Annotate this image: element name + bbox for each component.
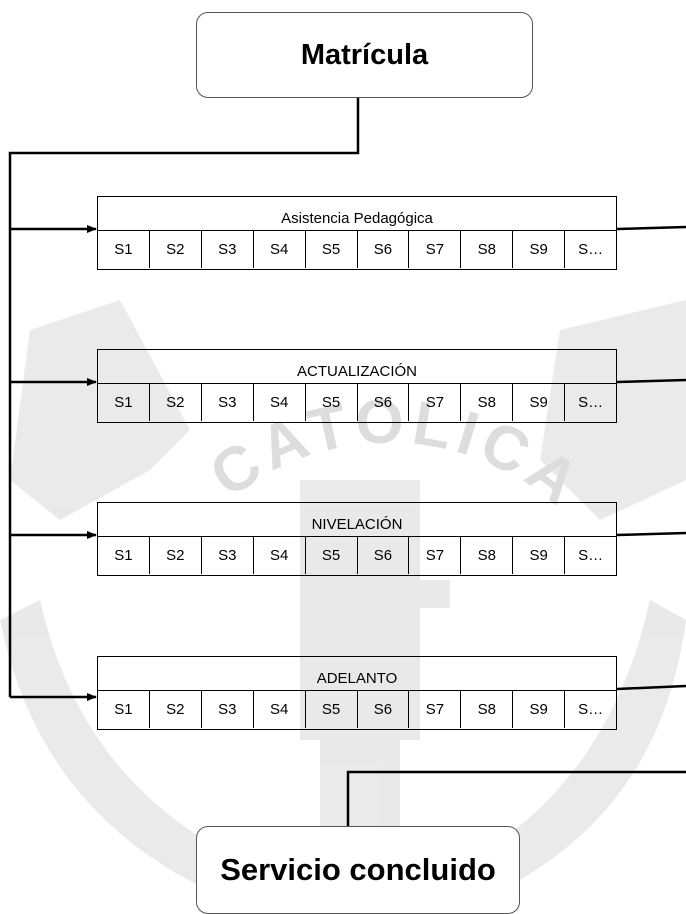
watermark-cross-vertical [390, 560, 420, 670]
session-cell: S9 [513, 537, 566, 574]
session-cell: S8 [461, 537, 514, 574]
session-row: S1 S2 S3 S4 S5 S6 S7 S8 S9 S… [98, 537, 616, 574]
session-cell: S7 [409, 691, 462, 728]
program-table-nivelacion: NIVELACIÓN S1 S2 S3 S4 S5 S6 S7 S8 S9 S… [97, 502, 617, 576]
connector-out-program-3 [616, 531, 686, 537]
session-cell: S8 [461, 384, 514, 421]
session-row: S1 S2 S3 S4 S5 S6 S7 S8 S9 S… [98, 691, 616, 728]
session-cell: S6 [358, 691, 410, 728]
session-cell: S5 [306, 537, 358, 574]
program-table-actualizacion: ACTUALIZACIÓN S1 S2 S3 S4 S5 S6 S7 S8 S9… [97, 349, 617, 423]
session-cell: S5 [306, 384, 358, 421]
connector-out-program-1 [616, 225, 686, 231]
watermark-right-shape [540, 300, 686, 520]
session-cell: S8 [461, 691, 514, 728]
session-cell: S2 [150, 537, 202, 574]
session-cell: S3 [202, 384, 254, 421]
session-cell: S2 [150, 384, 202, 421]
session-cell: S… [578, 547, 604, 564]
session-cell: S3 [202, 691, 254, 728]
session-cell: S2 [150, 691, 202, 728]
session-cell: S… [578, 394, 604, 411]
session-cell: S4 [254, 691, 306, 728]
session-cell: S… [578, 241, 604, 258]
program-title: NIVELACIÓN [98, 503, 616, 537]
program-table-adelanto: ADELANTO S1 S2 S3 S4 S5 S6 S7 S8 S9 S… [97, 656, 617, 730]
session-cell: S9 [513, 231, 566, 268]
session-cell: S7 [409, 231, 462, 268]
program-title: ACTUALIZACIÓN [98, 350, 616, 384]
session-cell: S4 [254, 537, 306, 574]
session-cell: S1 [98, 537, 150, 574]
program-title: ADELANTO [98, 657, 616, 691]
session-cell: S1 [98, 691, 150, 728]
session-cell: S5 [306, 231, 358, 268]
end-node-servicio-concluido: Servicio concluido [196, 826, 520, 914]
session-cell: S7 [409, 537, 462, 574]
session-row: S1 S2 S3 S4 S5 S6 S7 S8 S9 S… [98, 231, 616, 268]
session-cell: S4 [254, 231, 306, 268]
connector-to-end [346, 770, 686, 826]
watermark-left-shape [10, 300, 190, 520]
session-cell: S6 [358, 231, 410, 268]
program-title: Asistencia Pedagógica [98, 197, 616, 231]
session-cell: S7 [409, 384, 462, 421]
connector-start [8, 98, 360, 697]
session-cell: S8 [461, 231, 514, 268]
session-row: S1 S2 S3 S4 S5 S6 S7 S8 S9 S… [98, 384, 616, 421]
session-cell: S3 [202, 231, 254, 268]
start-node-matricula: Matrícula [196, 12, 533, 98]
session-cell: S4 [254, 384, 306, 421]
session-cell: S9 [513, 691, 566, 728]
session-cell: S5 [306, 691, 358, 728]
connector-out-program-4 [616, 684, 686, 691]
session-cell: S2 [150, 231, 202, 268]
session-cell: S1 [98, 231, 150, 268]
session-cell: S9 [513, 384, 566, 421]
session-cell: S3 [202, 537, 254, 574]
session-cell: S1 [98, 384, 150, 421]
program-table-asistencia: Asistencia Pedagógica S1 S2 S3 S4 S5 S6 … [97, 196, 617, 270]
connector-out-program-2 [616, 378, 686, 384]
session-cell: S6 [358, 537, 410, 574]
session-cell: S… [578, 701, 604, 718]
session-cell: S6 [358, 384, 410, 421]
